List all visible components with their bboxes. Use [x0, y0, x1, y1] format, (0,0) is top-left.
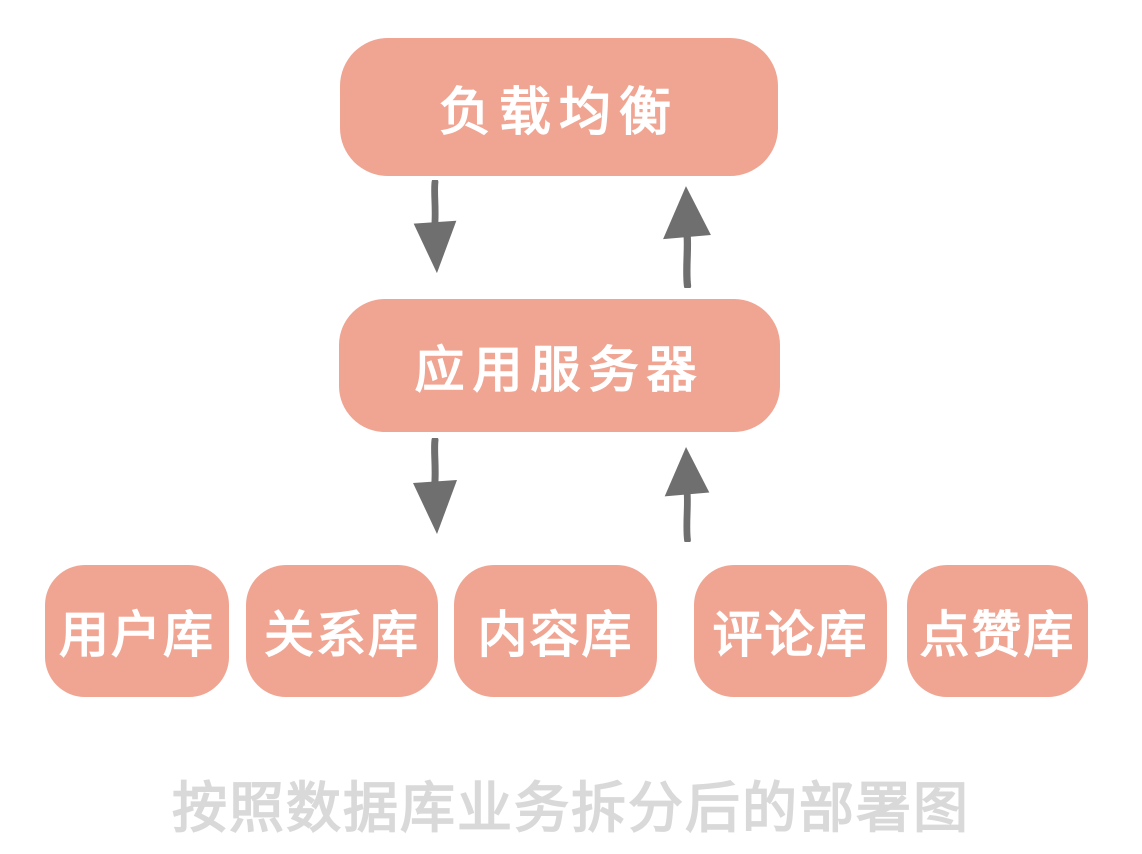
db-node-content: 内容库	[454, 565, 657, 697]
db-node-like: 点赞库	[907, 565, 1088, 697]
db-label: 关系库	[264, 606, 420, 664]
db-label: 点赞库	[919, 606, 1076, 664]
db-label: 评论库	[712, 606, 869, 664]
db-node-user: 用户库	[45, 565, 229, 697]
diagram-caption: 按照数据库业务拆分后的部署图	[171, 776, 970, 840]
up-arrow-icon	[661, 184, 713, 288]
load-balancer-node: 负载均衡	[340, 38, 778, 176]
load-balancer-label: 负载均衡	[438, 82, 679, 143]
db-label: 用户库	[59, 606, 215, 664]
up-arrow-icon	[661, 445, 713, 542]
down-arrow-icon	[410, 438, 460, 538]
db-node-relation: 关系库	[246, 565, 438, 697]
app-server-node: 应用服务器	[339, 299, 780, 432]
db-node-comment: 评论库	[694, 565, 887, 697]
down-arrow-icon	[410, 180, 460, 277]
db-label: 内容库	[477, 606, 634, 664]
app-server-label: 应用服务器	[414, 340, 705, 399]
